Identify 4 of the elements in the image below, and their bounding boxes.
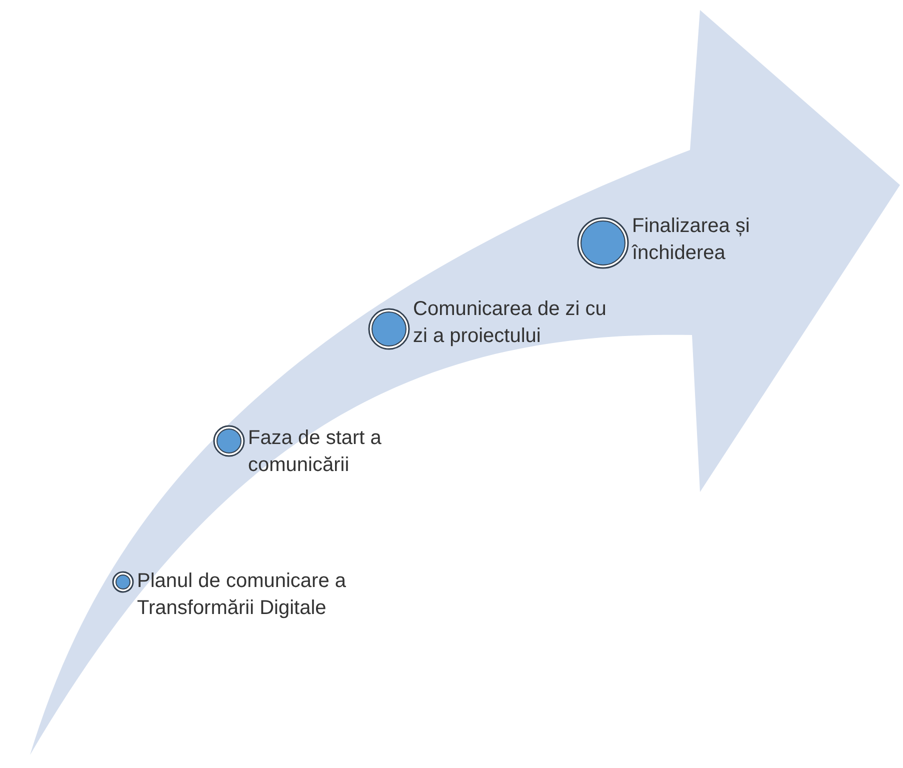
milestone-label: Faza de start a comunicării [248, 426, 382, 478]
milestone-label: Planul de comunicare a Transformării Digitale [137, 569, 348, 621]
milestone-label: Finalizarea și închiderea [632, 214, 751, 266]
milestone-label: Comunicarea de zi cu zi a proiectului [413, 297, 608, 349]
